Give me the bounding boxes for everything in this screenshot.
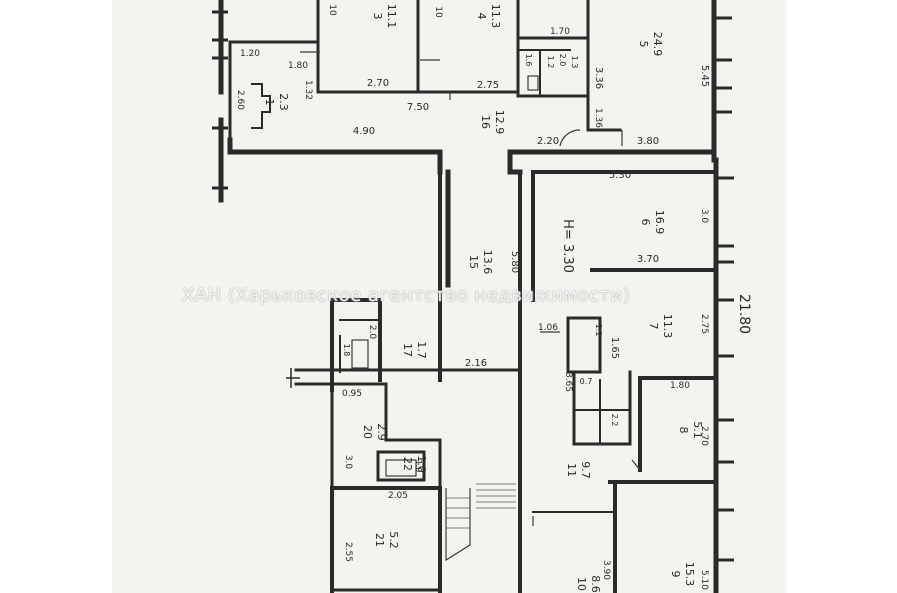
dimension-label: 3.0	[343, 455, 353, 470]
room-number-r8: 8	[677, 427, 690, 434]
room-label: 1.8	[342, 344, 351, 357]
dimension-label: 2.16	[465, 358, 487, 369]
dimension-label: 5.10	[699, 570, 709, 590]
dimension-label: 1.70	[550, 27, 570, 37]
room-number-r4: 4	[475, 13, 488, 20]
room-area-r7: 11.3	[661, 314, 674, 339]
room-number-r1: 1	[263, 99, 276, 106]
watermark-text: ХАН (Харьковское агентство недвижимости)	[182, 285, 631, 306]
room-number-r5: 5	[637, 41, 650, 48]
room-area-r10: 8.6	[589, 575, 602, 593]
dimension-label: 3.90	[601, 560, 611, 580]
bathtub-icon	[351, 339, 369, 369]
room-number-r7: 7	[647, 323, 660, 330]
room-label: 0.7	[580, 377, 593, 386]
wet-rooms-walls	[566, 316, 632, 446]
room-number-r17: 17	[401, 343, 414, 357]
room-number-r11: 11	[565, 463, 578, 477]
corridor-walls	[227, 137, 718, 593]
dimension-label: 2.75	[699, 314, 709, 334]
stair-block-1	[251, 83, 271, 129]
toilet-icon	[527, 75, 539, 91]
dimension-label: 2.05	[388, 491, 408, 501]
upper-rooms-walls	[316, 0, 622, 132]
room-label: 2.2	[610, 414, 619, 427]
room-number-r10: 10	[575, 577, 588, 591]
staircase	[445, 483, 516, 562]
dimension-label: 2.20	[537, 136, 559, 147]
room-area-r21: 5.2	[387, 531, 400, 549]
room-area-r11: 9.7	[579, 461, 592, 479]
dimension-label: 1.06	[538, 323, 558, 333]
entrance-arrow-icon	[286, 368, 300, 388]
room-area-r22: 1.0	[415, 455, 428, 473]
dimension-label: 5.45	[699, 65, 710, 87]
room-number-r6: 6	[639, 219, 652, 226]
dimension-label: 2.75	[477, 80, 499, 91]
dimension-label: 2.55	[343, 542, 353, 562]
dimension-label: 4.90	[353, 126, 375, 137]
room-label: 10	[327, 4, 337, 16]
room-number-r9: 9	[669, 571, 682, 578]
dimension-label: 1.32	[303, 80, 313, 100]
dimension-label: 3.0	[699, 209, 709, 224]
room-area-r17: 1.7	[415, 341, 428, 359]
dimension-label: 2.70	[367, 78, 389, 89]
room-area-r9: 15.3	[683, 562, 696, 587]
dimension-label: 1.20	[240, 49, 260, 59]
room-label: 2.0	[367, 325, 377, 340]
room-area-r4: 11.3	[489, 4, 502, 29]
dimension-label: 3.80	[637, 136, 659, 147]
dimension-label: 2.60	[235, 90, 245, 110]
room-number-r20: 20	[361, 425, 374, 439]
room-label: 1.0	[414, 460, 423, 473]
room-area-r15: 13.6	[481, 250, 494, 275]
dimension-label: 3.70	[637, 254, 659, 265]
room-area-r8: 5.1	[691, 421, 704, 439]
dimension-label: 1.80	[670, 381, 690, 391]
room-area-r6: 16.9	[653, 210, 666, 235]
dimension-label: 3.65	[563, 372, 573, 392]
sanitary-fixtures	[351, 75, 539, 477]
dimension-label: 1.36	[593, 108, 603, 128]
room-label: 1.3	[570, 56, 579, 69]
dimension-label: 1.80	[288, 61, 308, 71]
room-label: 1.1	[594, 324, 603, 337]
dimension-label: 0.95	[342, 389, 362, 399]
dimension-label: 7.50	[407, 102, 429, 113]
room-area-r3: 11.1	[385, 4, 398, 29]
room-area-r5: 24.9	[651, 32, 664, 57]
room-label: 2.0	[558, 54, 567, 67]
dimension-label: 21.80	[736, 294, 752, 334]
lower-left-walls	[294, 298, 522, 593]
dimension-label: 2.70	[699, 426, 709, 446]
room-number-r15: 15	[467, 255, 480, 269]
door-swings	[300, 51, 641, 526]
room-area-r20: 2.9	[375, 423, 388, 441]
room-area-r1: 2.3	[277, 93, 290, 111]
dimension-label: 3.36	[593, 67, 604, 89]
dimension-label: H= 3.30	[560, 219, 575, 273]
room-label: 1.6	[524, 54, 533, 67]
room-label: 10	[433, 6, 443, 18]
room-number-r22: 22	[401, 457, 414, 471]
dimension-label: 1.65	[609, 337, 620, 359]
room-number-r3: 3	[371, 13, 384, 20]
room-number-r16: 16	[479, 115, 492, 129]
sink-icon	[385, 459, 417, 477]
dimension-label: 5.30	[609, 170, 631, 181]
room-number-r21: 21	[373, 533, 386, 547]
dimension-label: 5.80	[509, 251, 520, 273]
room-label: 1.2	[546, 56, 555, 69]
room-area-r16: 12.9	[493, 110, 506, 135]
